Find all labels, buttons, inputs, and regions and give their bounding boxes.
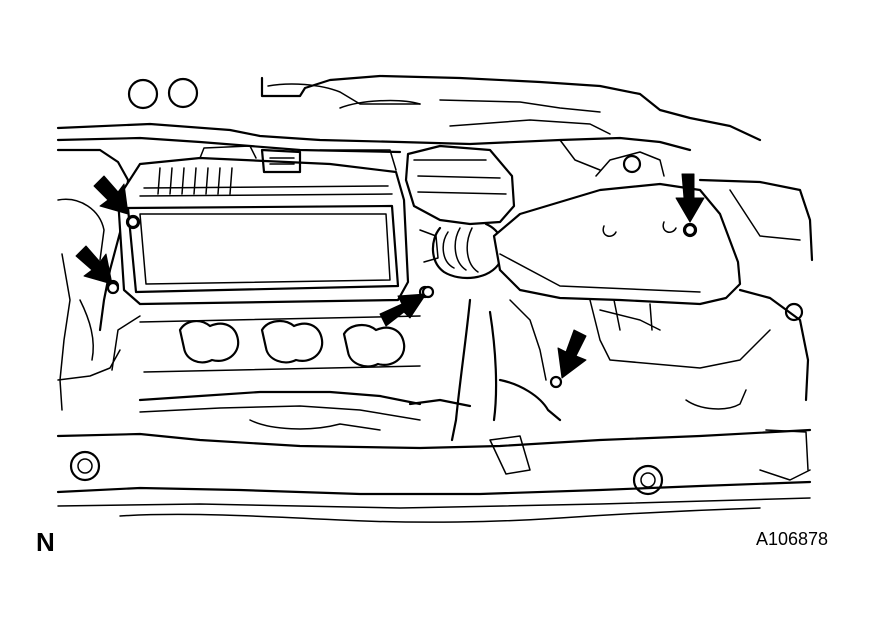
bolt-heads <box>106 215 697 389</box>
callout-arrow-lower-right <box>557 329 587 379</box>
air-cleaner-box <box>106 145 432 306</box>
intake-duct <box>404 144 516 279</box>
left-fender <box>56 148 130 411</box>
corner-orientation-label: N <box>36 527 55 557</box>
hood-opening-outline <box>127 74 762 142</box>
callout-arrow-left <box>75 245 113 285</box>
lower-crossmember <box>56 428 812 523</box>
right-side-components <box>589 178 814 471</box>
callout-arrow-upper-right <box>675 173 705 223</box>
callout-arrow-upper-left <box>93 175 129 215</box>
resonator-housing <box>492 151 742 306</box>
callout-arrow-center <box>379 293 427 327</box>
hoses <box>138 298 562 442</box>
coil-packs <box>111 315 421 373</box>
callout-arrows <box>75 173 705 379</box>
figure-id-label: A106878 <box>756 529 829 549</box>
